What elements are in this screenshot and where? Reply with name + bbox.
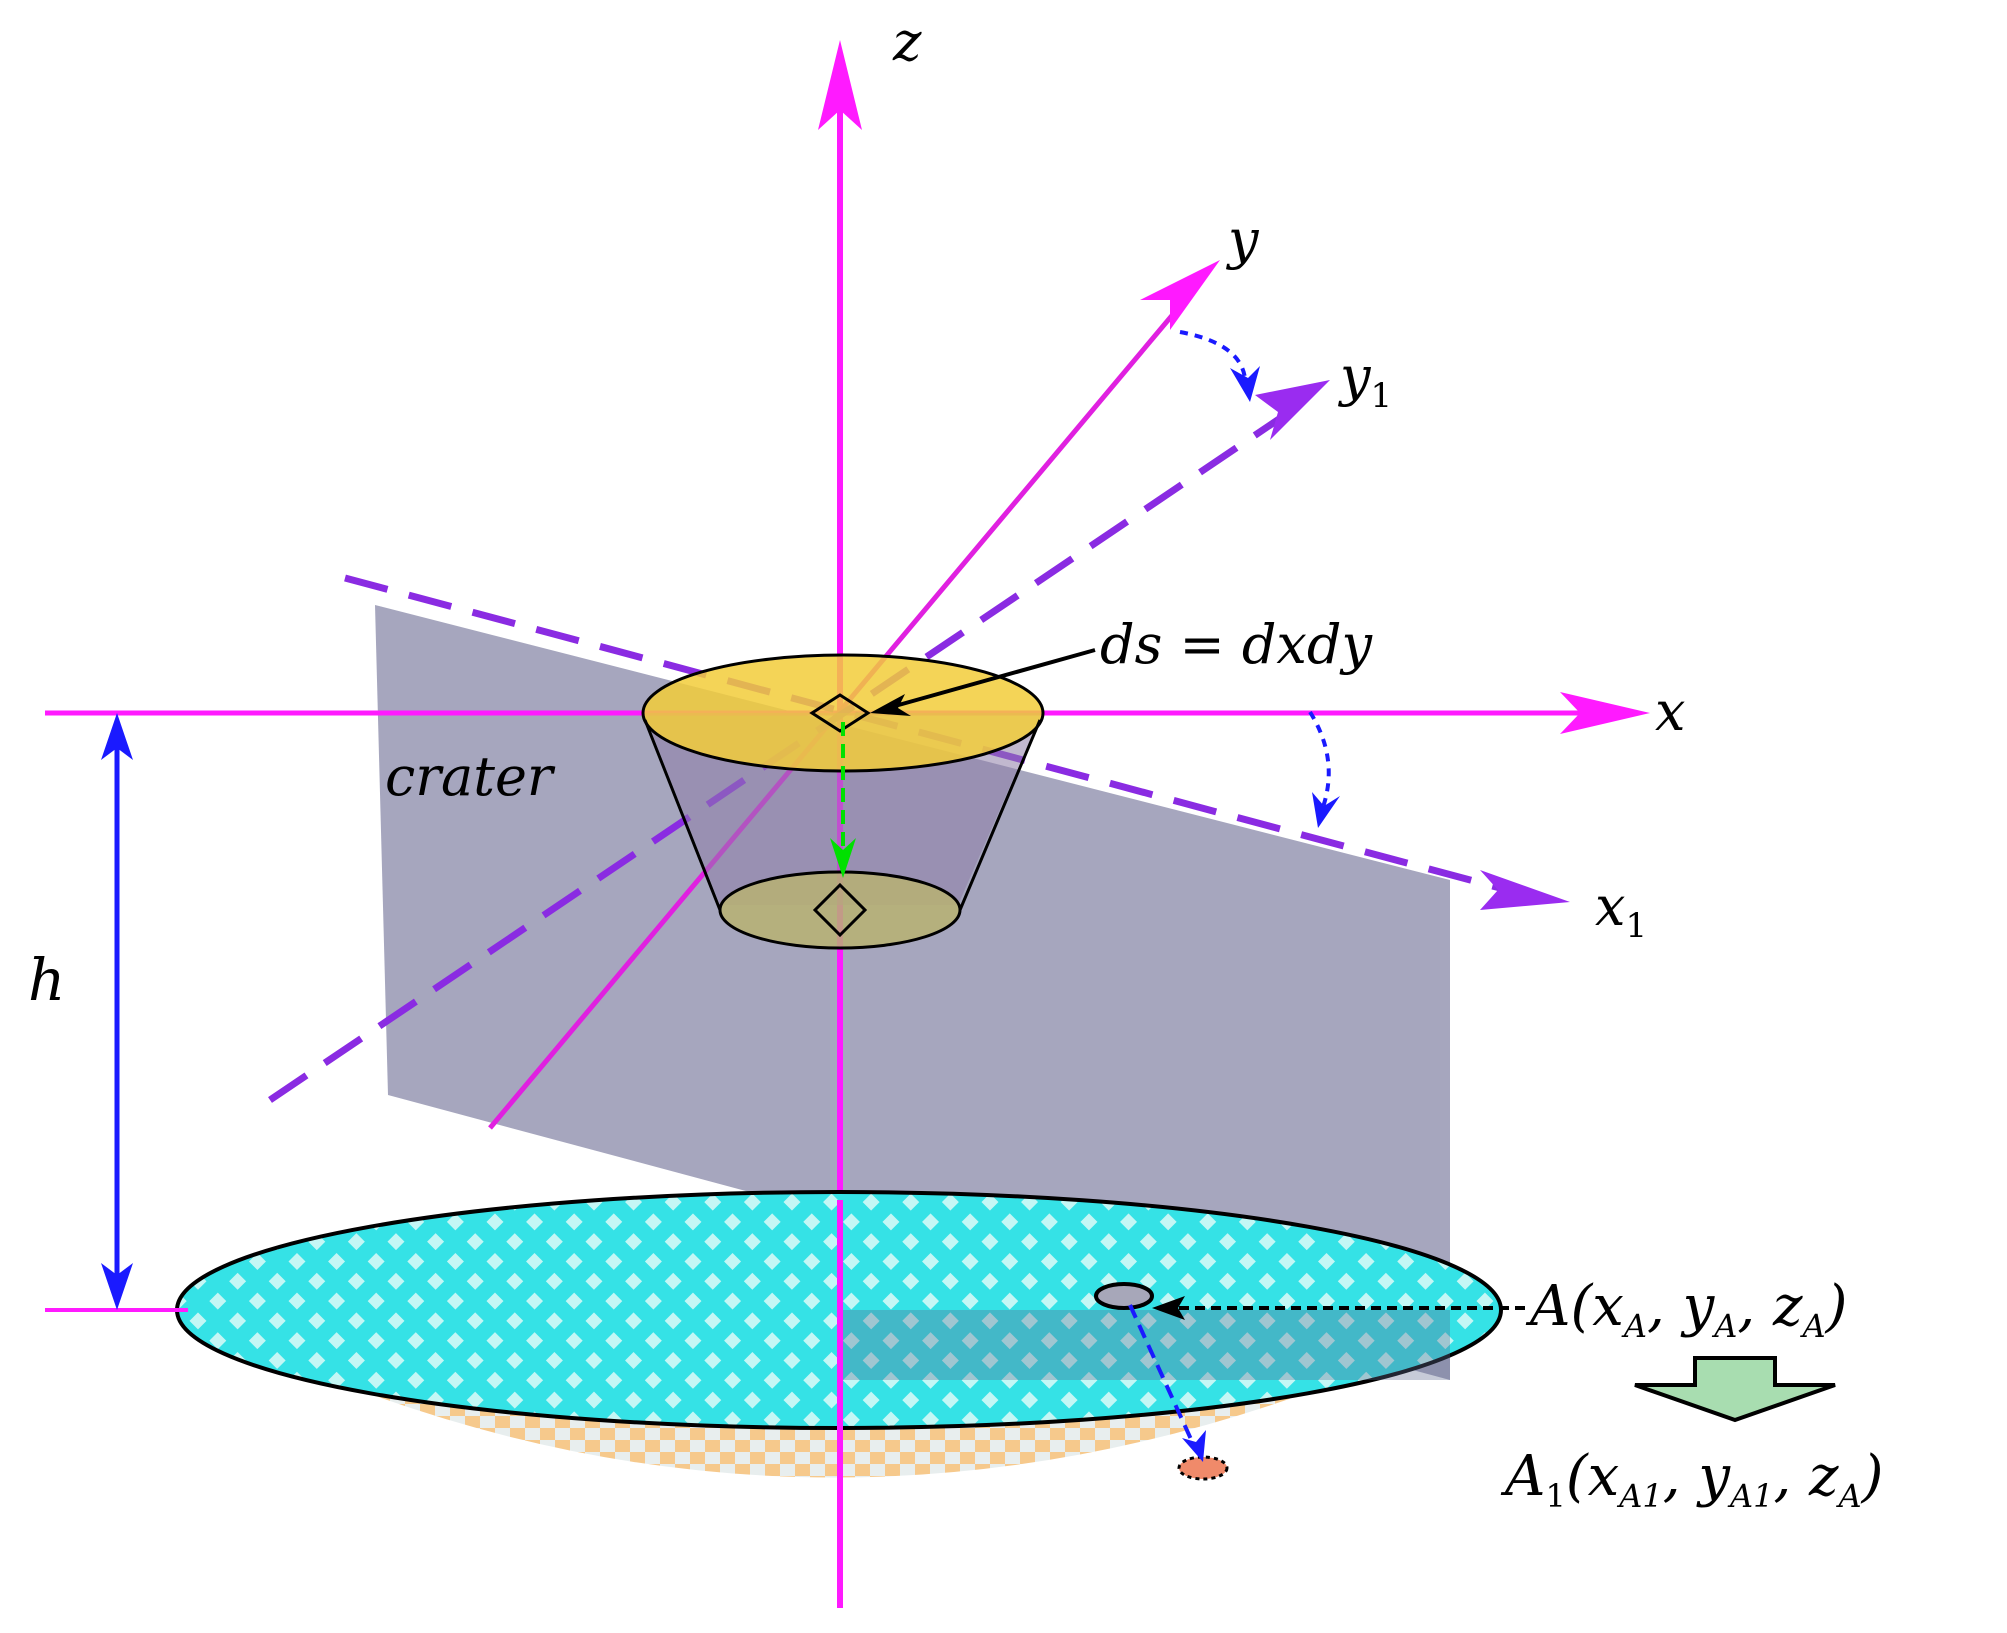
rotation-arc-x [1308,710,1331,811]
crater-label: crater [385,745,556,808]
y1-axis-arrowhead [1255,380,1330,440]
y1-axis-label: y1 [1338,345,1392,416]
point-a1-label: A1(xA1, yA1, zA) [1500,1444,1884,1515]
area-element-bottom [812,882,868,938]
projection-beam-arrowhead [830,838,856,878]
x-axis-arrowhead [1560,692,1650,734]
projection-plane [375,605,1450,1380]
y-axis-arrowhead [1140,260,1220,330]
crater-bottom-face [718,870,962,950]
point-a-leader-arrowhead [1152,1296,1185,1320]
ds-leader [894,648,1096,708]
displacement-arrow [1128,1304,1197,1449]
crater-right-wall [958,719,1042,911]
z-axis-arrowhead [818,40,862,130]
height-label: h [28,946,65,1014]
crater-left-wall [643,719,722,911]
point-a-marker [1094,1282,1154,1310]
x1-axis-label: x1 [1595,875,1647,946]
rotation-arc-y-arrowhead [1230,366,1260,402]
ds-leader-arrowhead [870,694,911,716]
x1-axis-arrowhead [1480,870,1570,910]
transform-arrow [1634,1356,1836,1423]
y-axis-label: y [1226,208,1260,271]
point-a1-spot [1177,1455,1229,1481]
rotation-arc-x-arrowhead [1312,792,1340,828]
z-axis-label: z [892,10,922,73]
area-element-top [809,693,871,733]
plane-over-disk [840,1310,1450,1380]
rotation-arc-y [1179,330,1248,391]
x-axis-label: x [1655,680,1685,743]
ds-equation-label: ds = dxdy [1100,613,1373,676]
point-a-label: A(xA, yA, zA) [1525,1274,1847,1345]
displacement-arrowhead [1182,1430,1206,1462]
height-arrow-top [101,713,133,760]
height-arrow-bottom [101,1263,133,1310]
